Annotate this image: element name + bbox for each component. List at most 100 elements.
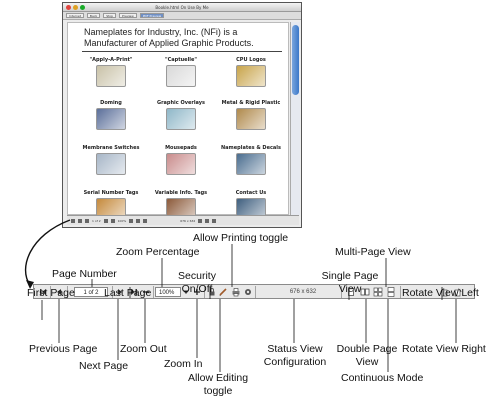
mini-zoom-value[interactable]: 100% (117, 218, 127, 223)
product-label[interactable]: Mousepads (165, 145, 197, 151)
mini-toolbar-icon[interactable] (110, 218, 115, 223)
product-thumbnail[interactable] (166, 65, 196, 87)
callout-zoom-out: Zoom Out (120, 343, 167, 355)
callout-zoom-percentage: Zoom Percentage (116, 246, 200, 258)
page-number-field[interactable]: 1 of 2 (74, 287, 108, 297)
callout-allow-editing-line1: Allow Editing (187, 372, 249, 384)
mini-toolbar-icon[interactable] (71, 218, 75, 223)
close-icon[interactable] (66, 5, 71, 10)
document-page: Nameplates for Industry, Inc. (NFi) is a… (67, 22, 289, 220)
multi-page-view-icon[interactable] (373, 287, 383, 297)
callout-multi-page-view: Multi-Page View (335, 246, 411, 258)
mini-toolbar-icon[interactable] (143, 218, 148, 223)
toolbar-divider (67, 286, 68, 298)
callout-previous-page: Previous Page (29, 343, 98, 355)
scroll-thumb[interactable] (292, 25, 299, 95)
mini-toolbar-icon[interactable] (78, 218, 82, 223)
allow-printing-icon[interactable] (231, 287, 241, 297)
back-button[interactable]: Back (86, 13, 101, 18)
window-controls[interactable] (66, 5, 85, 10)
allow-editing-pencil-icon[interactable] (218, 287, 228, 297)
callout-double-page-view: Double Page View (327, 343, 407, 369)
product-thumbnail[interactable] (166, 108, 196, 130)
product-thumbnail[interactable] (166, 153, 196, 175)
previous-page-icon[interactable] (54, 287, 64, 297)
preview-button[interactable]: Preview (119, 13, 137, 18)
toolbar-divider (112, 286, 113, 298)
mini-toolbar-icon[interactable] (85, 218, 89, 223)
continuous-mode-icon[interactable] (386, 287, 396, 297)
zoom-window-icon[interactable] (80, 5, 85, 10)
product-label[interactable]: Contact Us (235, 190, 267, 196)
callout-first-page: First Page (27, 287, 75, 299)
product-thumbnail[interactable] (96, 153, 126, 175)
toolbar-divider (341, 286, 342, 298)
product-tile[interactable]: Membrane Switches (78, 145, 144, 175)
product-label[interactable]: CPU Logos (236, 57, 266, 63)
product-tile[interactable]: Mousepads (148, 145, 214, 175)
product-tile[interactable]: Graphic Overlays (148, 100, 214, 130)
product-label[interactable]: Variable Info. Tags (154, 190, 208, 196)
next-page-icon[interactable] (115, 287, 125, 297)
toolbar-divider (255, 286, 256, 298)
product-thumbnail[interactable] (96, 108, 126, 130)
page-heading: Nameplates for Industry, Inc. (NFi) is a… (84, 27, 254, 48)
callout-double-page-line2: View (355, 356, 379, 368)
callout-security-line2: On/Off (181, 283, 213, 295)
rotate-right-icon[interactable] (453, 287, 463, 297)
security-lock-icon[interactable] (207, 287, 217, 297)
callout-page-number: Page Number (52, 268, 117, 280)
product-tile[interactable]: "Apply-A-Print" (78, 57, 144, 87)
product-tile[interactable]: Doming (78, 100, 144, 130)
product-label[interactable]: Doming (100, 100, 122, 106)
mini-toolbar-icon[interactable] (205, 218, 210, 223)
vertical-scrollbar[interactable] (290, 22, 300, 215)
mini-toolbar-icon[interactable] (103, 218, 108, 223)
callout-last-page: Last Page (104, 287, 152, 299)
product-label[interactable]: Membrane Switches (82, 145, 140, 151)
mini-page-number[interactable]: 1 of 2 (92, 218, 101, 223)
chevron-down-icon[interactable] (181, 287, 191, 297)
mini-toolbar-icon[interactable] (136, 218, 141, 223)
double-page-view-icon[interactable] (360, 287, 370, 297)
toolbar-divider (153, 286, 154, 298)
product-thumbnail[interactable] (236, 65, 266, 87)
zoom-out-icon[interactable] (141, 287, 151, 297)
product-label[interactable]: "Apply-A-Print" (89, 57, 133, 63)
single-page-view-icon[interactable] (346, 287, 356, 297)
product-label[interactable]: Metal & Rigid Plastic (221, 100, 281, 106)
zoom-percentage-select[interactable]: 100% (155, 287, 181, 297)
mini-toolbar-icon[interactable] (212, 218, 217, 223)
minimize-icon[interactable] (73, 5, 78, 10)
product-label[interactable]: Serial Number Tags (83, 190, 139, 196)
last-page-icon[interactable] (129, 287, 139, 297)
stop-button[interactable]: Stop (103, 13, 117, 18)
callout-security-line1: Security (178, 270, 216, 282)
mini-toolbar-icon[interactable] (129, 218, 134, 223)
window-toolbar: Internet Back Stop Preview PDF Preview (63, 12, 301, 20)
product-thumbnail[interactable] (236, 108, 266, 130)
product-label[interactable]: Nameplates & Decals (221, 145, 281, 151)
callout-single-page-line1: Single Page (321, 270, 379, 282)
product-tile[interactable]: Metal & Rigid Plastic (218, 100, 284, 130)
callout-allow-editing: Allow Editing toggle (173, 372, 263, 398)
product-thumbnail[interactable] (96, 65, 126, 87)
first-page-icon[interactable] (38, 287, 48, 297)
gear-icon[interactable] (243, 287, 253, 297)
product-tile[interactable]: CPU Logos (218, 57, 284, 87)
product-tile[interactable]: "Captuelle" (148, 57, 214, 87)
status-view-size[interactable]: 676 x 632 (289, 289, 317, 295)
product-thumbnail[interactable] (236, 153, 266, 175)
toolbar-divider (204, 286, 205, 298)
pdf-preview-button[interactable]: PDF Preview (139, 13, 165, 18)
toolbar-divider (400, 286, 401, 298)
product-label[interactable]: Graphic Overlays (156, 100, 206, 106)
internet-button[interactable]: Internet (66, 13, 84, 18)
window-titlebar: Bookle.html On Use By Me (63, 3, 301, 12)
window-title: Bookle.html On Use By Me (155, 5, 209, 10)
zoom-in-icon[interactable] (192, 287, 202, 297)
callout-status-view-line1: Status View (267, 343, 323, 355)
product-label[interactable]: "Captuelle" (165, 57, 197, 63)
mini-toolbar-icon[interactable] (198, 218, 203, 223)
product-tile[interactable]: Nameplates & Decals (218, 145, 284, 175)
